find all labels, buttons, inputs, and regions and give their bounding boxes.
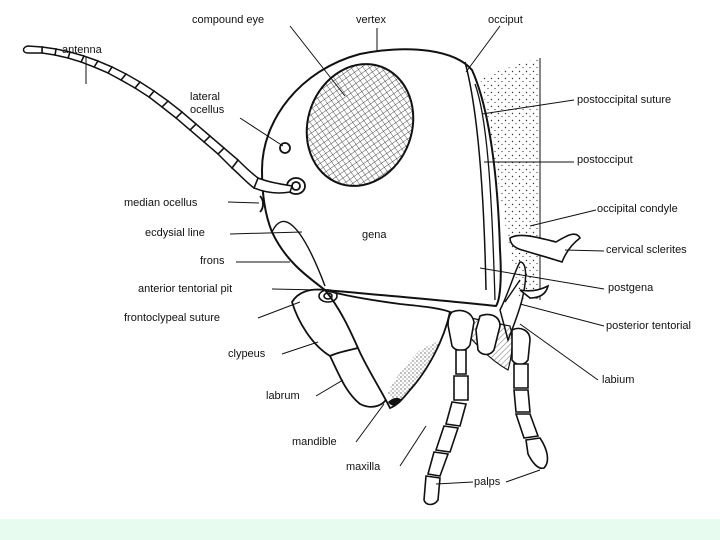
maxilla-palps [423, 309, 549, 506]
label-anterior-tentorial-pit: anterior tentorial pit [138, 283, 233, 295]
label-occipital-condyle: occipital condyle [597, 203, 678, 215]
label-antenna: antenna [62, 44, 102, 56]
compound-eye [305, 63, 415, 187]
label-cervical-sclerites: cervical sclerites [606, 244, 687, 256]
bottom-band [0, 519, 720, 540]
label-gena: gena [362, 229, 387, 241]
label-vertex: vertex [356, 14, 386, 26]
label-labium: labium [602, 374, 635, 386]
label-frontoclypeal-suture: frontoclypeal suture [124, 312, 220, 324]
mandible [322, 288, 452, 410]
label-posterior-tentorial: posterior tentorial [606, 320, 691, 332]
label-postoccipital-suture: postoccipital suture [577, 94, 672, 106]
head-capsule [260, 48, 521, 308]
label-occiput: occiput [488, 14, 523, 26]
label-clypeus: clypeus [228, 348, 266, 360]
antenna [22, 45, 293, 194]
label-postgena: postgena [608, 282, 654, 294]
label-maxilla: maxilla [346, 461, 381, 473]
ocelli [259, 142, 306, 213]
label-lateral-ocellus-2: ocellus [190, 104, 225, 116]
cervical-sclerites [509, 233, 582, 299]
label-compound-eye: compound eye [192, 14, 265, 26]
label-labrum: labrum [266, 390, 300, 402]
leader-lines [85, 25, 605, 485]
label-lateral-ocellus-1: lateral [190, 91, 220, 103]
label-palps: palps [474, 476, 501, 488]
label-frons: frons [200, 255, 225, 267]
label-ecdysial-line: ecdysial line [145, 227, 205, 239]
label-mandible: mandible [292, 436, 337, 448]
label-median-ocellus: median ocellus [124, 197, 198, 209]
anterior-pit [318, 289, 338, 303]
label-postocciput: postocciput [577, 154, 633, 166]
